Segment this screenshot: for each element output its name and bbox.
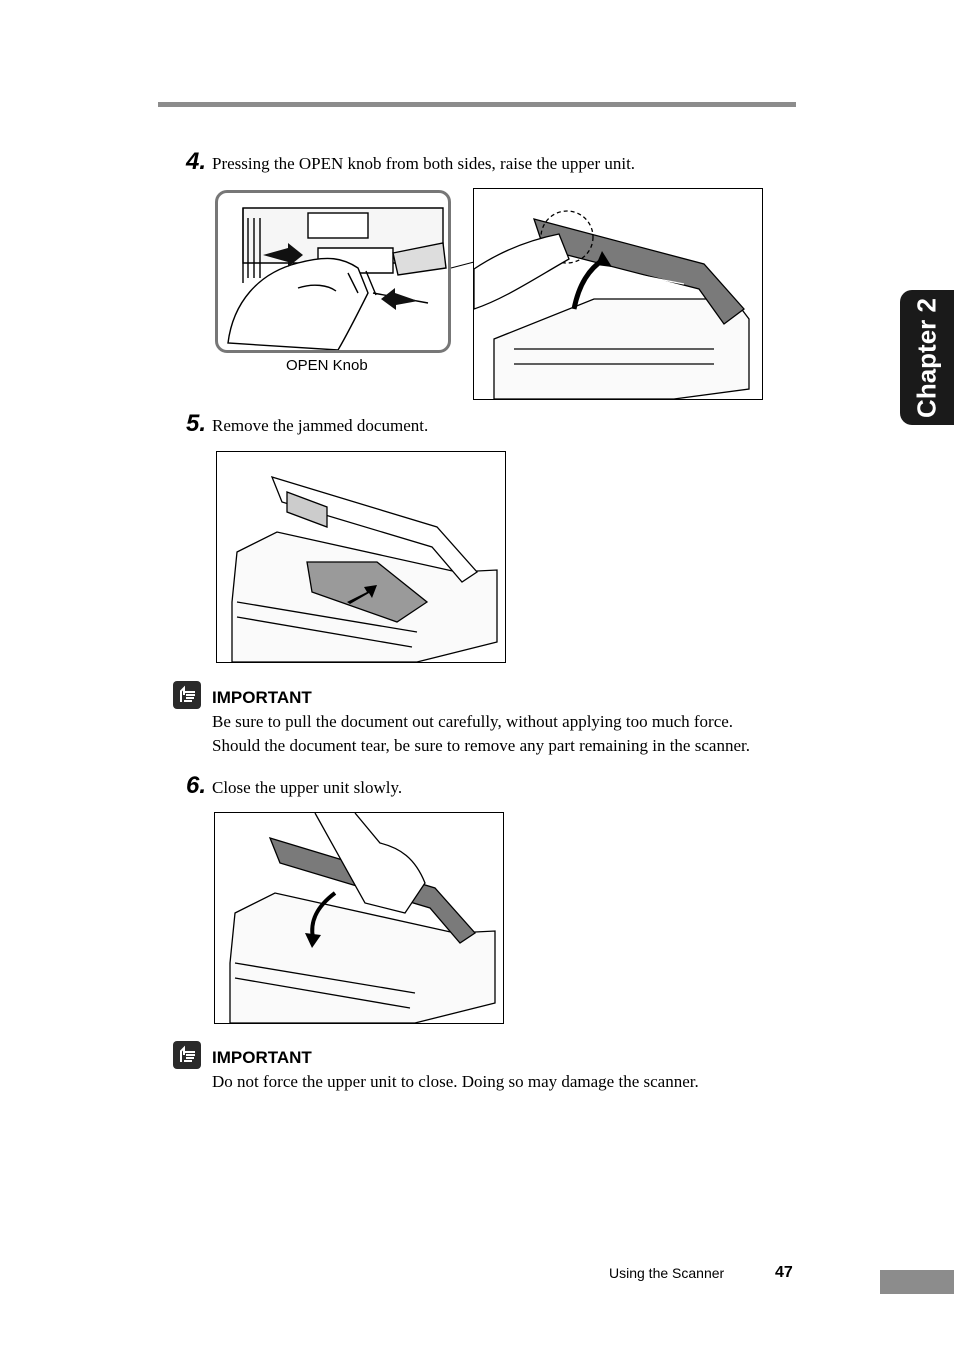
important-line: Should the document tear, be sure to rem… — [212, 736, 750, 755]
page-number: 47 — [775, 1264, 793, 1281]
raise-upper-unit-illustration — [473, 188, 763, 400]
hand-icon — [173, 1041, 201, 1069]
open-knob-illustration — [215, 190, 451, 353]
step-6: 6. Close the upper unit slowly. — [186, 772, 402, 800]
step-text: Remove the jammed document. — [212, 416, 429, 435]
step-number: 5. — [186, 410, 207, 437]
open-knob-caption: OPEN Knob — [286, 357, 368, 374]
step-4: 4. Pressing the OPEN knob from both side… — [186, 148, 635, 176]
hand-icon — [173, 681, 201, 709]
important-line: Be sure to pull the document out careful… — [212, 712, 734, 731]
important-line: Do not force the upper unit to close. Do… — [212, 1072, 699, 1091]
top-rule — [158, 102, 796, 107]
chapter-tab: Chapter 2 — [900, 290, 954, 425]
step-number: 4. — [186, 148, 207, 175]
footer-bar — [880, 1270, 954, 1294]
footer-section-title: Using the Scanner — [609, 1265, 725, 1281]
step-5: 5. Remove the jammed document. — [186, 410, 428, 438]
important-body: Do not force the upper unit to close. Do… — [212, 1070, 812, 1094]
important-title: IMPORTANT — [212, 1048, 312, 1067]
chapter-label: Chapter 2 — [911, 297, 942, 418]
close-upper-unit-illustration — [214, 812, 504, 1024]
important-title: IMPORTANT — [212, 688, 312, 707]
step-number: 6. — [186, 772, 207, 799]
step-text: Close the upper unit slowly. — [212, 778, 403, 797]
step-text: Pressing the OPEN knob from both sides, … — [212, 154, 636, 173]
remove-document-illustration — [216, 451, 506, 663]
important-body: Be sure to pull the document out careful… — [212, 710, 812, 758]
